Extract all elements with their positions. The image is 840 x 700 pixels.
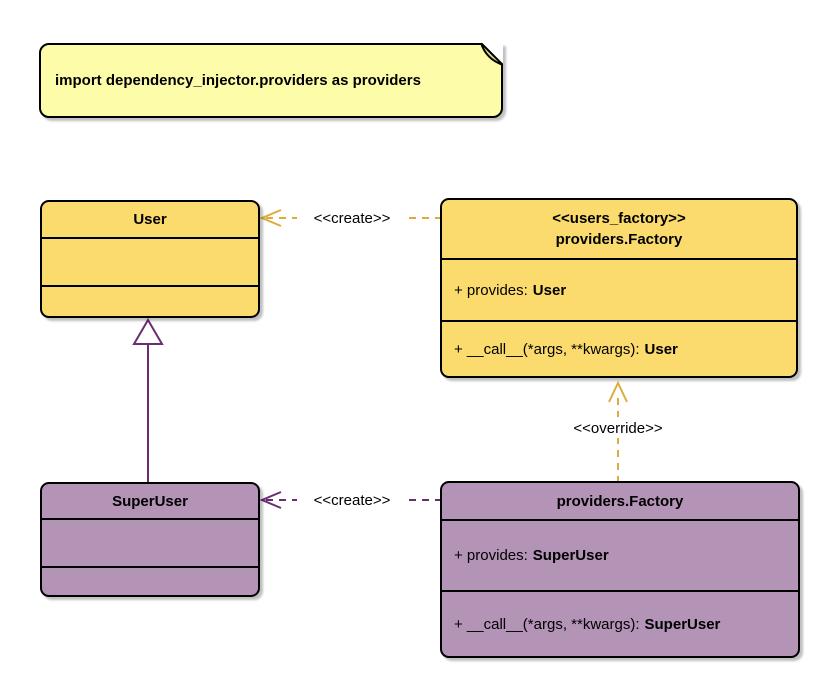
open-arrowhead-left-icon — [259, 491, 282, 509]
attribute-label: + provides: — [454, 281, 528, 299]
class-users-factory-attribute-provides: + provides: User — [442, 258, 796, 320]
method-type: SuperUser — [644, 615, 721, 633]
class-users-factory: <<users_factory>> providers.Factory + pr… — [440, 198, 798, 378]
class-users-factory-title: <<users_factory>> providers.Factory — [442, 200, 796, 258]
class-superuser-fields — [42, 518, 258, 566]
method-type: User — [644, 340, 678, 358]
edge-override: <<override>> — [560, 380, 676, 481]
edge-label-create-user: <<create>> — [314, 210, 391, 227]
edge-create-superuser: <<create>> — [259, 489, 440, 510]
class-user-methods — [42, 285, 258, 316]
import-note-text: import dependency_injector.providers as … — [55, 72, 421, 89]
class-user-title: User — [133, 211, 167, 228]
class-superuser-factory-method-call: + __call__(*args, **kwargs): SuperUser — [442, 590, 798, 656]
note-fold-icon — [480, 43, 503, 66]
class-superuser-factory-title: providers.Factory — [556, 492, 684, 510]
edge-inheritance-superuser-user — [132, 318, 164, 482]
class-superuser-factory-attribute-provides: + provides: SuperUser — [442, 519, 798, 590]
method-label: + __call__(*args, **kwargs): — [454, 340, 640, 358]
class-users-factory-method-call: + __call__(*args, **kwargs): User — [442, 320, 796, 376]
class-users-factory-name: providers.Factory — [555, 231, 683, 248]
attribute-type: User — [532, 281, 567, 299]
class-user: User — [40, 200, 260, 318]
open-arrowhead-left-icon — [259, 209, 282, 227]
class-user-fields — [42, 237, 258, 285]
open-arrowhead-up-icon — [608, 380, 628, 403]
attribute-label: + provides: — [454, 547, 528, 564]
method-label: + __call__(*args, **kwargs): — [454, 615, 640, 633]
class-superuser-title: SuperUser — [112, 492, 188, 510]
class-superuser-factory: providers.Factory + provides: SuperUser … — [440, 481, 800, 658]
edge-label-create-superuser: <<create>> — [314, 492, 391, 509]
class-superuser: SuperUser — [40, 482, 260, 597]
class-superuser-methods — [42, 566, 258, 595]
edge-create-user: <<create>> — [259, 207, 440, 228]
edge-label-override: <<override>> — [573, 420, 662, 437]
inheritance-triangle-icon — [132, 318, 164, 345]
attribute-type: SuperUser — [532, 547, 609, 564]
import-note: import dependency_injector.providers as … — [39, 43, 503, 118]
class-users-factory-stereotype: <<users_factory>> — [552, 210, 686, 227]
